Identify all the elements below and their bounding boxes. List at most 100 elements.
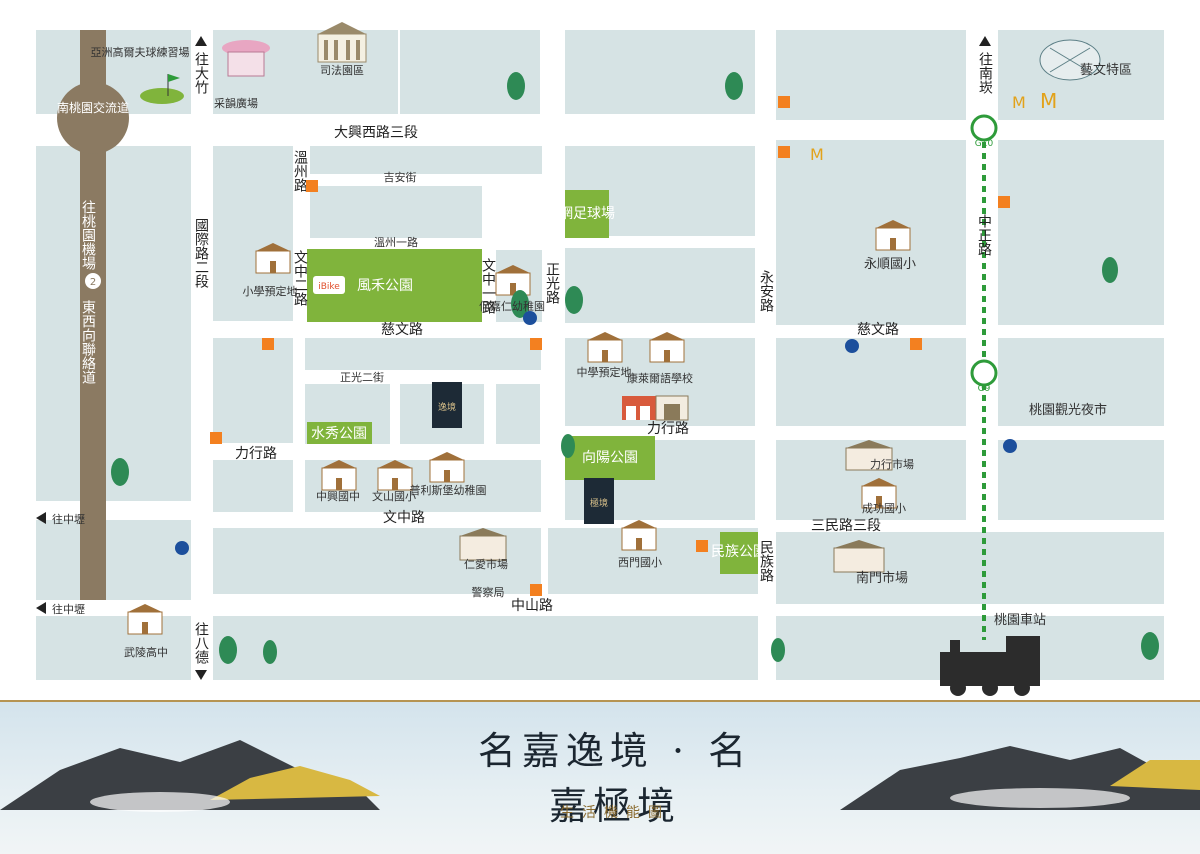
xiangyang-park-label: 向陽公園 xyxy=(582,450,638,466)
mountain-right-gold xyxy=(1110,760,1200,790)
shuixiu-park xyxy=(307,422,372,444)
poi-wuling: 武陵高中 xyxy=(124,645,168,659)
block xyxy=(36,520,191,600)
tree xyxy=(1141,632,1159,660)
yijing-marker: 逸境 xyxy=(432,382,462,428)
down-arrow-icon xyxy=(195,670,207,680)
poi-yishu: 藝文特區 xyxy=(1080,63,1132,78)
fire-station-icon xyxy=(622,396,656,420)
poi-zhongxue-yuding: 中學預定地 xyxy=(577,365,632,379)
market-icon xyxy=(845,440,893,471)
mcd-icon: M xyxy=(810,145,824,164)
seven-eleven-icon xyxy=(306,180,318,192)
direction-east-west: 東西向聯絡道 xyxy=(80,300,96,385)
left-arrow-icon xyxy=(36,512,46,524)
poi-wenshan: 文山國小 xyxy=(372,489,416,503)
shuixiu-park-label: 水秀公園 xyxy=(311,426,367,442)
school-icon xyxy=(649,332,685,363)
svg-text:逸境: 逸境 xyxy=(438,401,456,413)
highway: 南桃園交流道 2 往桃園機場 東西向聯絡道 xyxy=(57,30,129,600)
direction-dazhu: 往大竹 xyxy=(193,52,209,95)
ibike-badge xyxy=(313,276,345,294)
ibike-label: iBike xyxy=(318,282,340,292)
court-building-icon xyxy=(317,22,367,63)
street-cih-wen-top: 慈文路 xyxy=(381,322,423,338)
building-icons: 逸境 極境 xyxy=(127,22,1101,696)
mrt-g10-marker xyxy=(970,114,998,142)
seven-eleven-icon xyxy=(696,540,708,552)
mrt-line: G10 G9 xyxy=(970,114,998,640)
school-icon xyxy=(321,460,357,491)
route-number-icon xyxy=(85,273,101,289)
direction-zhongli2: 往中壢 xyxy=(52,602,85,616)
trees xyxy=(111,72,1159,664)
block xyxy=(36,146,191,501)
block xyxy=(776,338,966,426)
street-guoji2: 國際路二段 xyxy=(193,218,209,288)
street-cih-wen-right: 慈文路 xyxy=(857,322,899,338)
vertical-street-labels: 溫州路 國際路二段 文中二路 文中一路 正光路 永安路 民族路 中正路 xyxy=(193,150,992,582)
seven-eleven-icon xyxy=(778,146,790,158)
golf-icon xyxy=(140,74,184,104)
block xyxy=(213,146,293,321)
tree xyxy=(1102,257,1118,283)
up-arrow-icon xyxy=(979,36,991,46)
block xyxy=(400,30,540,114)
brand-subtitle: 生活機能圖 xyxy=(560,805,670,821)
street-lixing-mid: 力行路 xyxy=(647,421,689,437)
direction-airport: 往桃園機場 xyxy=(80,200,96,270)
mountain-left-gold xyxy=(210,766,380,800)
up-arrow-icon xyxy=(195,36,207,46)
block xyxy=(565,30,755,114)
arts-dome-icon xyxy=(1039,39,1101,81)
parks: 風禾公園 iBike 水秀公園 向陽公園 民族公園 網足球場 xyxy=(307,190,767,574)
school-icon xyxy=(127,604,163,635)
carrefour-icon xyxy=(175,541,189,555)
poi-caiqu: 采韻廣場 xyxy=(214,96,258,110)
mountain-art xyxy=(0,740,1200,812)
seven-eleven-icon xyxy=(530,584,542,596)
cloud xyxy=(90,792,230,812)
poi-kanglai: 康萊爾語學校 xyxy=(627,371,693,385)
gold-divider xyxy=(0,700,1200,702)
street-zhongshan: 中山路 xyxy=(511,598,553,614)
poi-zhongxing: 中興國中 xyxy=(316,490,360,503)
poi-labels: 亞洲高爾夫球練習場 采韻廣場 司法園區 小學預定地 何嘉仁幼稚園 中學預定地 康… xyxy=(91,45,1133,659)
route-number: 2 xyxy=(90,277,96,288)
street-labels: 大興西路三段 吉安街 溫州一路 慈文路 慈文路 正光二街 力行路 力行路 文中路… xyxy=(235,125,899,614)
poi-night-market: 桃園觀光夜市 xyxy=(1029,402,1107,418)
carrefour-icon xyxy=(523,311,537,325)
poi-ximen: 西門國小 xyxy=(618,556,662,569)
tree xyxy=(263,640,277,664)
block xyxy=(213,460,293,512)
tree xyxy=(561,434,575,458)
poi-hejiaren: 何嘉仁幼稚園 xyxy=(479,299,545,313)
brand-markers: M M M xyxy=(175,89,1057,596)
cart-icon xyxy=(222,40,270,77)
seven-eleven-icon xyxy=(910,338,922,350)
block xyxy=(998,140,1164,325)
school-icon xyxy=(495,265,531,296)
mrt-g10-label: G10 xyxy=(975,139,994,149)
poi-taoyuan-station: 桃園車站 xyxy=(994,613,1046,628)
block xyxy=(213,338,293,443)
tree xyxy=(725,72,743,100)
minzu-park-label: 民族公園 xyxy=(711,544,767,560)
street-zhongzheng: 中正路 xyxy=(976,214,992,256)
school-icon xyxy=(377,460,413,491)
poi-xiaoxue-yuding: 小學預定地 xyxy=(243,284,298,298)
poi-yongshun: 永順國小 xyxy=(864,257,916,272)
map-area: 南桃園交流道 2 往桃園機場 東西向聯絡道 G10 G9 風禾公園 iBike … xyxy=(36,22,1164,696)
xiangyang-park xyxy=(565,436,655,480)
tree xyxy=(219,636,237,664)
poi-lixing-market: 力行市場 xyxy=(870,457,914,471)
jijing-marker: 極境 xyxy=(584,478,614,524)
street-sanmin3: 三民路三段 xyxy=(811,518,881,534)
mrt-g9-marker xyxy=(970,359,998,387)
carrefour-icon xyxy=(845,339,859,353)
tree xyxy=(111,458,129,486)
street-lixing-left: 力行路 xyxy=(235,446,277,462)
soccer-field-label: 網足球場 xyxy=(559,206,615,222)
school-icon xyxy=(587,332,623,363)
poi-jingchaju: 警察局 xyxy=(472,585,505,599)
